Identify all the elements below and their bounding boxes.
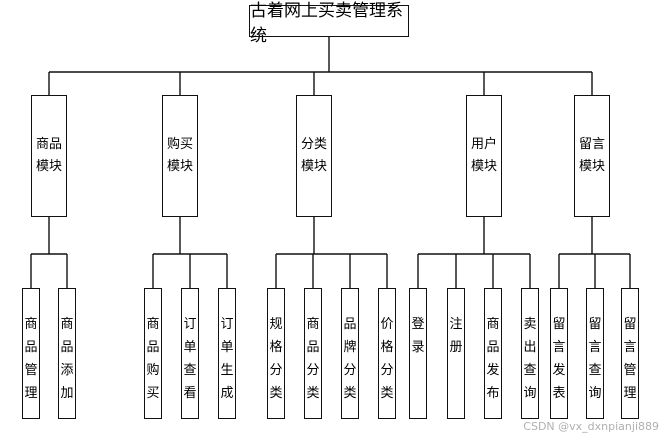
leaf-node: 价格分类: [378, 288, 396, 419]
root-node: 古着网上买卖管理系统: [249, 1, 409, 46]
leaf-node: 商品发布: [484, 288, 502, 419]
leaf-node: 商品分类: [304, 288, 322, 419]
leaf-label: 订单生成: [220, 317, 234, 401]
module-1: 商品模块: [31, 95, 67, 217]
leaf-node: 订单查看: [181, 288, 199, 419]
leaf-node: 留言查询: [586, 288, 604, 419]
leaf-label: 商品购买: [146, 317, 160, 401]
module-3: 分类模块: [296, 95, 332, 217]
leaf-node: 留言发表: [550, 288, 568, 419]
leaf-label: 留言管理: [623, 317, 637, 401]
leaf-label: 规格分类: [269, 317, 283, 401]
leaf-label: 品牌分类: [343, 317, 357, 401]
leaf-label: 价格分类: [380, 317, 394, 401]
module-label: 购买模块: [166, 137, 193, 174]
leaf-node: 订单生成: [218, 288, 236, 419]
leaf-label: 登录: [411, 317, 425, 355]
leaf-node: 商品购买: [144, 288, 162, 419]
module-5: 留言模块: [574, 95, 610, 217]
leaf-label: 商品分类: [306, 317, 320, 401]
module-label: 分类模块: [300, 137, 327, 174]
leaf-label: 注册: [449, 317, 463, 355]
leaf-node: 品牌分类: [341, 288, 359, 419]
leaf-label: 卖出查询: [523, 317, 537, 401]
leaf-node: 商品添加: [58, 288, 76, 419]
module-4: 用户模块: [466, 95, 502, 217]
watermark-text: CSDN @vx_dxnpianji889: [523, 420, 659, 433]
leaf-node: 规格分类: [267, 288, 285, 419]
module-2: 购买模块: [162, 95, 198, 217]
leaf-label: 商品添加: [60, 317, 74, 401]
leaf-label: 商品管理: [24, 317, 38, 401]
module-label: 留言模块: [578, 137, 605, 174]
leaf-node: 注册: [447, 288, 465, 419]
leaf-label: 订单查看: [183, 317, 197, 401]
leaf-label: 留言发表: [552, 317, 566, 401]
module-label: 商品模块: [35, 137, 62, 174]
leaf-node: 卖出查询: [521, 288, 539, 419]
leaf-node: 商品管理: [22, 288, 40, 419]
leaf-node: 登录: [409, 288, 427, 419]
leaf-label: 留言查询: [588, 317, 602, 401]
leaf-label: 商品发布: [486, 317, 500, 401]
module-label: 用户模块: [470, 137, 497, 174]
leaf-node: 留言管理: [621, 288, 639, 419]
